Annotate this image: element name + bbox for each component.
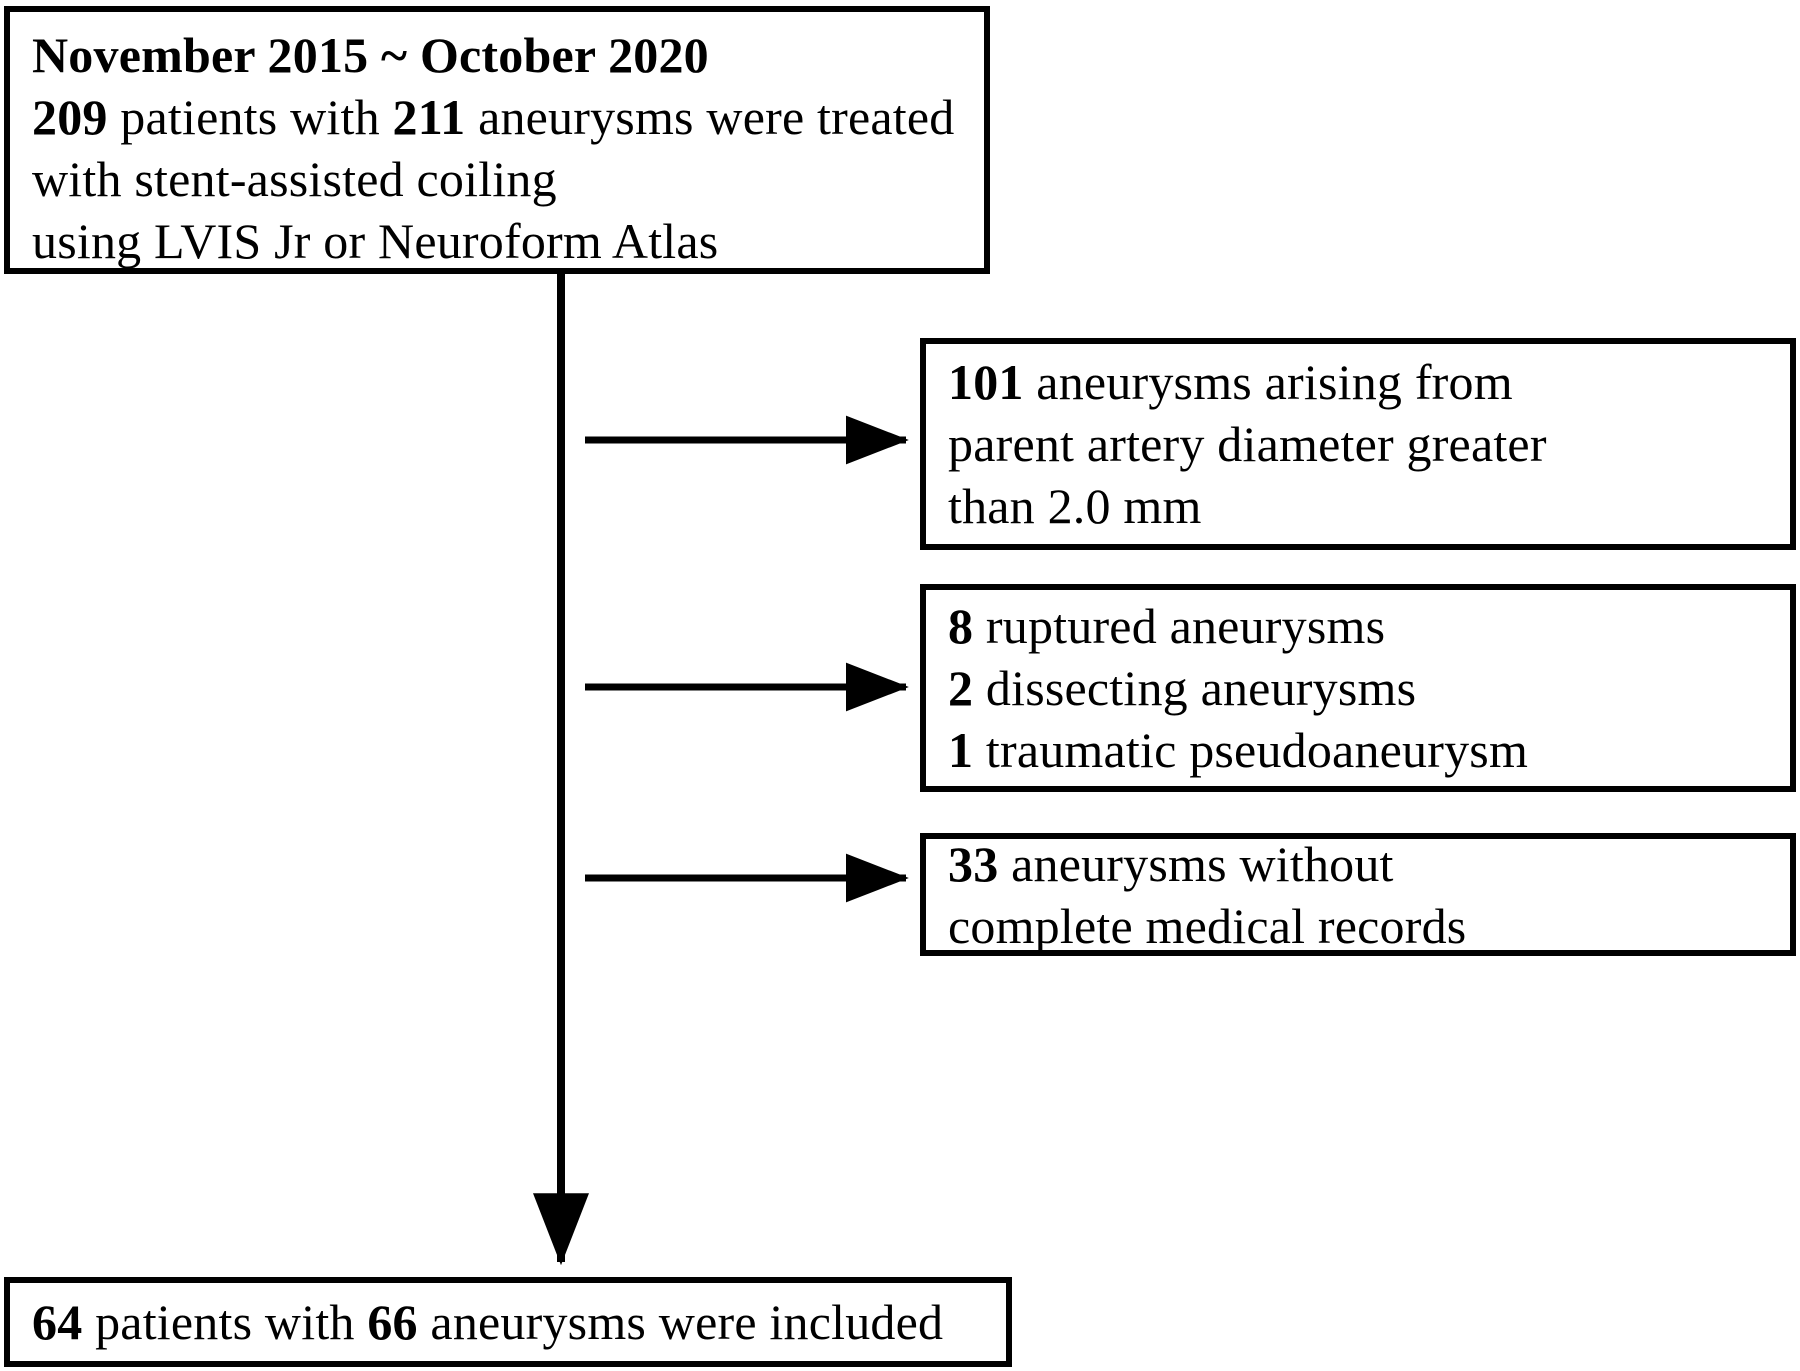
exclusion-box-aneurysm-type: 8 ruptured aneurysms 2 dissecting aneury… <box>920 584 1796 792</box>
exclusion-3-line-1: 33 aneurysms without <box>948 835 1394 892</box>
enrollment-line-3: with stent-assisted coiling <box>32 151 557 207</box>
included-line-1: 64 patients with 66 aneurysms were inclu… <box>32 1294 944 1350</box>
enrollment-line-2: 209 patients with 211 aneurysms were tre… <box>32 89 955 145</box>
enrollment-line-1: November 2015 ~ October 2020 <box>32 27 709 83</box>
exclusion-2-line-2: 2 dissecting aneurysms <box>948 660 1417 716</box>
exclusion-2-line-1: 8 ruptured aneurysms <box>948 598 1386 654</box>
included-box: 64 patients with 66 aneurysms were inclu… <box>4 1277 1012 1367</box>
enrollment-line-4: using LVIS Jr or Neuroform Atlas <box>32 213 719 269</box>
exclusion-box-parent-artery-diameter: 101 aneurysms arising from parent artery… <box>920 338 1796 550</box>
exclusion-box-incomplete-records: 33 aneurysms without complete medical re… <box>920 833 1796 956</box>
exclusion-1-line-2: parent artery diameter greater <box>948 416 1547 472</box>
exclusion-1-line-1: 101 aneurysms arising from <box>948 354 1513 410</box>
enrollment-box: November 2015 ~ October 2020 209 patient… <box>4 6 990 274</box>
exclusion-2-line-3: 1 traumatic pseudoaneurysm <box>948 722 1529 778</box>
exclusion-1-line-3: than 2.0 mm <box>948 478 1202 534</box>
exclusion-3-line-2: complete medical records <box>948 897 1467 954</box>
